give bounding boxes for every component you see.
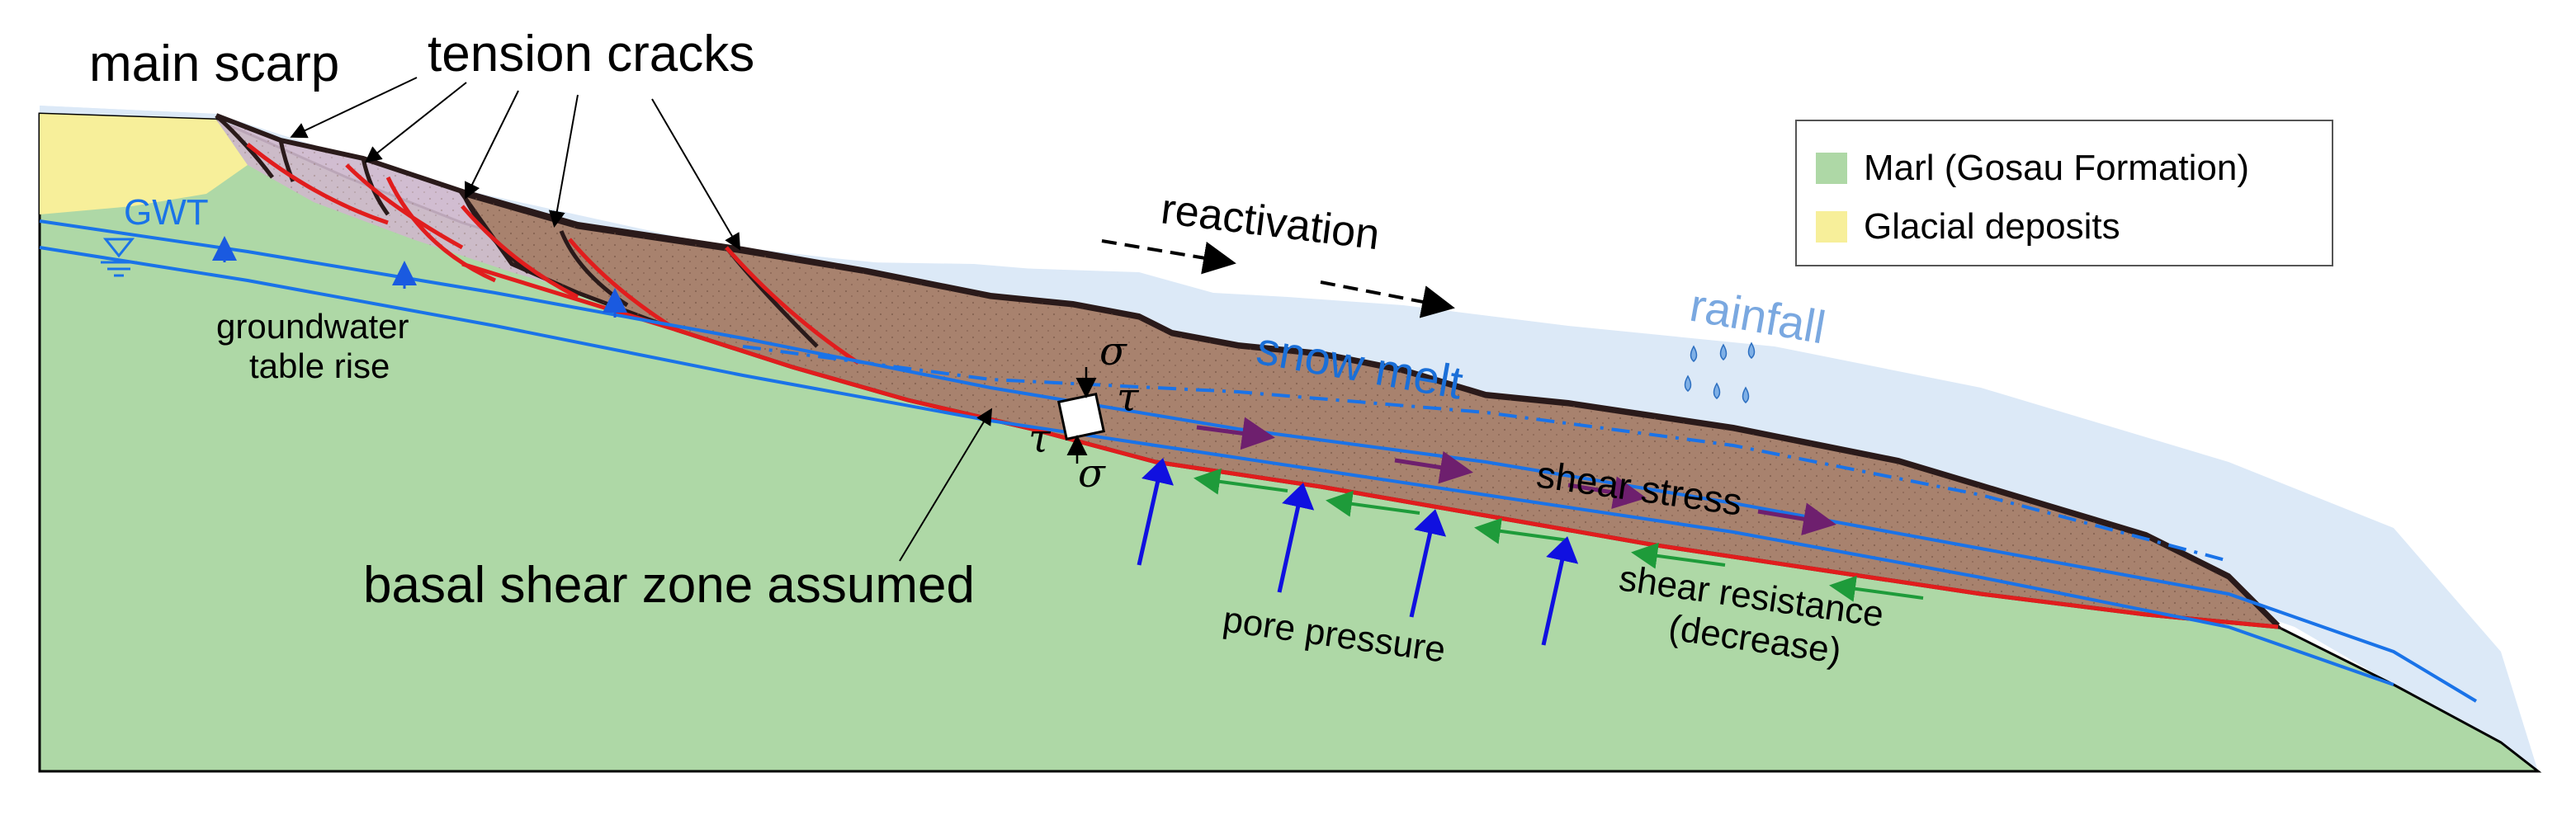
shear-surfaces — [246, 143, 2279, 629]
legend-label-marl: Marl (Gosau Formation) — [1864, 148, 2249, 188]
label-tension-cracks: tension cracks — [428, 26, 754, 82]
label-tau-right: τ — [1117, 375, 1140, 421]
legend-swatch-marl — [1816, 153, 1847, 184]
legend-swatch-glacial — [1816, 211, 1847, 243]
label-basal-shear-zone: basal shear zone assumed — [363, 557, 975, 614]
glacial-deposits — [40, 114, 248, 214]
label-gwt: GWT — [124, 192, 209, 233]
label-reactivation: reactivation — [1159, 185, 1383, 259]
legend-box — [1795, 120, 2333, 266]
leader-lines — [290, 77, 993, 562]
shear-resistance-arrows — [1193, 468, 1924, 602]
label-main-scarp: main scarp — [89, 35, 339, 92]
snow-cover — [40, 106, 2538, 771]
rainfall-drops — [1684, 342, 1756, 403]
label-groundwater: groundwater — [216, 307, 409, 346]
shear-stress-arrows — [1196, 417, 1836, 535]
water-table-symbol — [101, 238, 137, 277]
legend: Marl (Gosau Formation) Glacial deposits — [1795, 120, 2333, 266]
pore-pressure-arrows — [1137, 458, 1579, 646]
label-sigma-bottom: σ — [1078, 450, 1106, 497]
label-table-rise: table rise — [249, 346, 390, 385]
label-tau-left: τ — [1028, 416, 1052, 462]
groundwater-rise-arrows — [212, 236, 627, 318]
groundwater-lines — [39, 219, 2478, 703]
ground-surface-line — [215, 113, 2281, 628]
label-sigma-top: σ — [1099, 328, 1127, 375]
legend-label-glacial: Glacial deposits — [1864, 206, 2120, 247]
stress-element — [1056, 367, 1106, 464]
